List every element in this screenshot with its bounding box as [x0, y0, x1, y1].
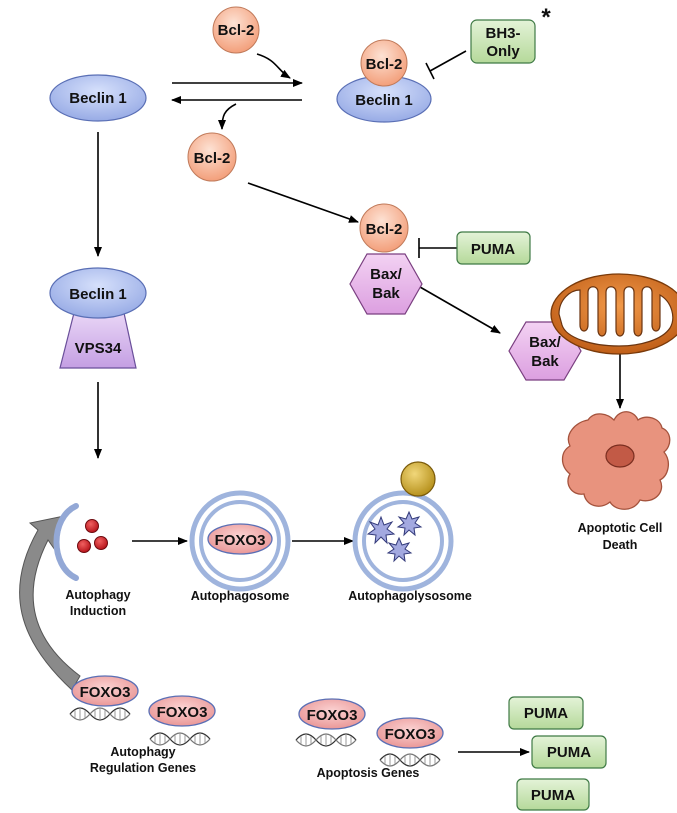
autophagy-genes-label-2: Regulation Genes [90, 761, 196, 775]
puma-box-1: PUMA [508, 696, 584, 730]
beclin1-left: Beclin 1 [49, 74, 147, 122]
svg-text:PUMA: PUMA [531, 787, 575, 804]
puma-inhibitor-box: PUMA [456, 231, 531, 265]
svg-text:Beclin 1: Beclin 1 [69, 286, 127, 303]
apoptosis-genes: FOXO3 FOXO3 [295, 698, 444, 767]
svg-text:Bak: Bak [372, 285, 400, 302]
apoptotic-label-2: Death [603, 538, 638, 552]
svg-text:Bax/: Bax/ [370, 266, 403, 283]
svg-text:FOXO3: FOXO3 [80, 684, 131, 701]
svg-text:VPS34: VPS34 [75, 340, 122, 357]
autophagy-induction-label-1: Autophagy [65, 588, 130, 602]
arrow-bcl2-leaving [218, 103, 237, 130]
svg-text:PUMA: PUMA [524, 705, 568, 722]
bcl2-baxbak-complex: Bcl-2 Bax/ Bak [349, 203, 423, 315]
puma-box-2: PUMA [531, 735, 607, 769]
inhibit-puma-to-complex [418, 238, 457, 258]
feedback-arrow [19, 515, 81, 691]
svg-text:Bax/: Bax/ [529, 334, 562, 351]
svg-text:FOXO3: FOXO3 [157, 704, 208, 721]
svg-text:Bcl-2: Bcl-2 [218, 22, 255, 39]
svg-text:Beclin 1: Beclin 1 [355, 92, 413, 109]
autophagy-genes-label-1: Autophagy [110, 745, 175, 759]
bh3-asterisk: * [541, 4, 551, 31]
autophagosome: FOXO3 [189, 490, 291, 592]
inhibit-bh3-to-complex [425, 50, 467, 80]
phagophore [53, 503, 108, 581]
svg-text:FOXO3: FOXO3 [307, 707, 358, 724]
puma-box-3: PUMA [516, 778, 590, 811]
bh3-only-box: BH3- Only * [470, 4, 551, 64]
svg-text:FOXO3: FOXO3 [385, 726, 436, 743]
arrows [94, 50, 624, 756]
svg-text:Bcl-2: Bcl-2 [366, 56, 403, 73]
svg-text:BH3-: BH3- [485, 25, 520, 42]
autophagosome-label: Autophagosome [191, 589, 290, 603]
autophagolysosome-label: Autophagolysosome [348, 589, 472, 603]
arrow-bcl2-to-baxbak [247, 182, 359, 223]
mitochondrion [550, 273, 677, 355]
apoptosis-genes-label: Apoptosis Genes [317, 766, 420, 780]
bcl2-free: Bcl-2 [187, 132, 237, 182]
svg-text:FOXO3: FOXO3 [215, 532, 266, 549]
arrow-bcl2-joining [256, 53, 291, 79]
bcl2-top: Bcl-2 [212, 6, 260, 54]
apoptotic-cell [561, 411, 671, 510]
svg-text:Beclin 1: Beclin 1 [69, 90, 127, 107]
svg-text:Bak: Bak [531, 353, 559, 370]
beclin1-vps34-complex: Beclin 1 VPS34 [49, 267, 147, 369]
svg-text:Bcl-2: Bcl-2 [366, 221, 403, 238]
arrow-baxbak-release [419, 286, 501, 334]
apoptotic-label-1: Apoptotic Cell [578, 521, 663, 535]
svg-text:PUMA: PUMA [547, 744, 591, 761]
autophagy-induction-label-2: Induction [70, 604, 126, 618]
bcl2-beclin1-complex: Bcl-2 Beclin 1 [336, 39, 432, 123]
svg-text:Bcl-2: Bcl-2 [194, 150, 231, 167]
svg-text:Only: Only [486, 43, 520, 60]
svg-text:PUMA: PUMA [471, 241, 515, 258]
autophagolysosome [352, 461, 454, 592]
autophagy-genes: FOXO3 FOXO3 [69, 675, 216, 746]
